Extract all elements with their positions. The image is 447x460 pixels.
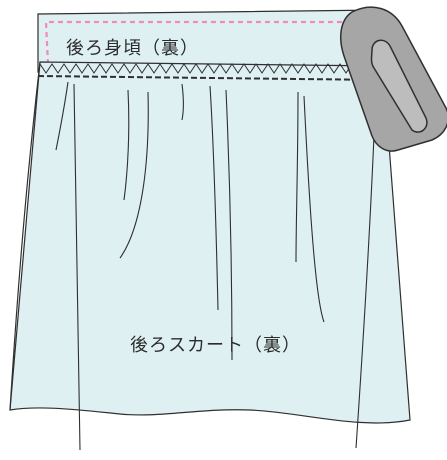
fold-line (181, 83, 185, 121)
skirt-label: 後ろスカート（裏） (130, 335, 301, 356)
iron-handle (370, 39, 428, 133)
fold-line (55, 81, 69, 151)
fold-line (73, 83, 81, 451)
iron-icon (339, 6, 447, 152)
fold-line (225, 89, 233, 361)
skirt-left-edge (9, 61, 41, 411)
zigzag-overlock-stitch (39, 63, 383, 74)
fold-line (123, 89, 130, 201)
skirt-piece (9, 61, 411, 424)
fold-line (303, 95, 325, 323)
seam-stitch-line (37, 75, 387, 81)
fold-line (119, 91, 149, 259)
gather-folds (55, 81, 377, 451)
fold-line (209, 85, 219, 311)
bodice-label: 後ろ身頃（裏） (66, 38, 199, 59)
fold-line (295, 91, 299, 263)
